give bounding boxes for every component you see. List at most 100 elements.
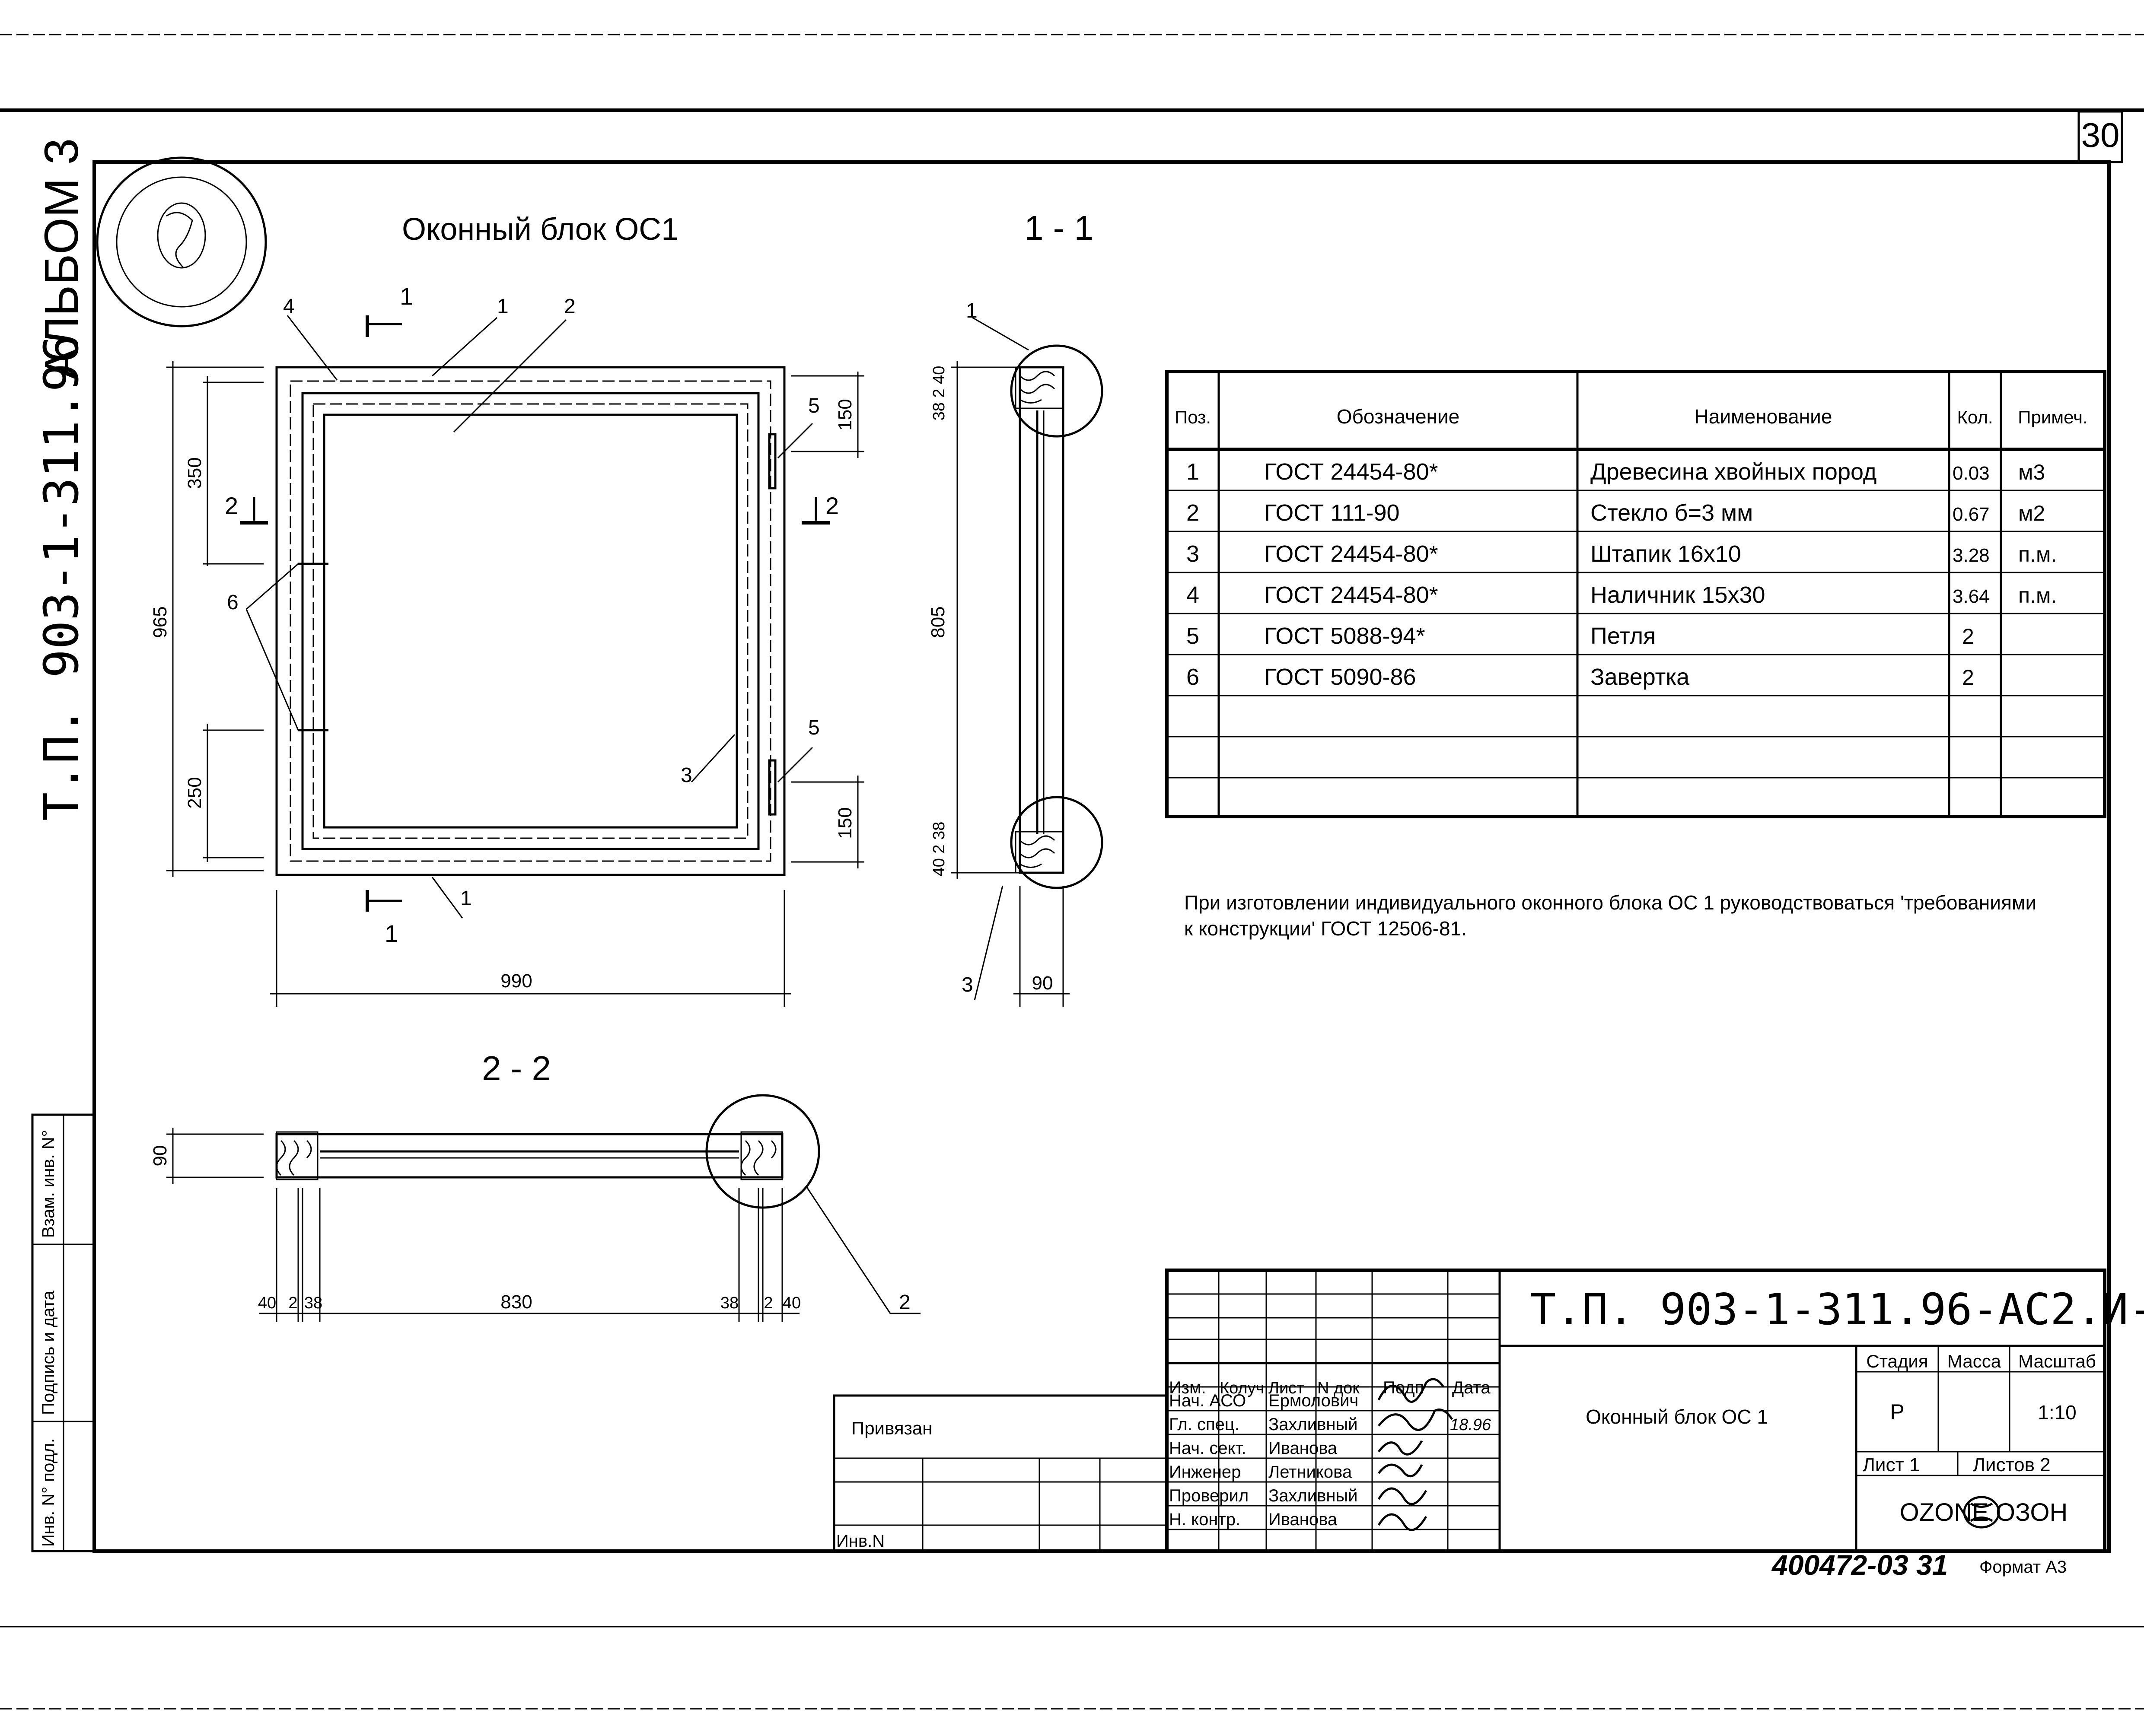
signer-name-6: Иванова: [1268, 1510, 1338, 1529]
section-1-dim-depth: 90: [1032, 973, 1053, 994]
rev-header-list: Лист: [1268, 1379, 1304, 1397]
spec-rows: 1 ГОСТ 24454-80* Древесина хвойных пород…: [1186, 459, 2057, 690]
section-2-title: 2 - 2: [482, 1049, 551, 1087]
paper-format: Формат А3: [1979, 1558, 2067, 1577]
callout-2: 2: [564, 295, 576, 318]
wood-hatch-top: [1015, 366, 1064, 409]
dim-top-hinge: 350: [184, 457, 205, 489]
signer-name-5: Захливный: [1268, 1486, 1358, 1505]
spec-row-6-pos: 6: [1186, 664, 1199, 690]
project-side-label: Т.П. 903-1-311.96: [34, 334, 89, 821]
dim-hinge-top-right: 150: [835, 399, 856, 430]
signer-name-4: Летникова: [1268, 1463, 1352, 1482]
section-2-dim-right-1: 2: [764, 1294, 773, 1312]
spec-row-2-designation: ГОСТ 111-90: [1264, 500, 1400, 526]
spec-row-6-qty: 2: [1962, 665, 1974, 690]
institute-seal: [96, 156, 267, 327]
spec-header-qty: Кол.: [1957, 407, 1993, 427]
spec-row-4-qty: 3.64: [1953, 586, 1990, 607]
spec-row-5-pos: 5: [1186, 623, 1199, 649]
signers: Нач. АСО Ермолович Гл. спец. Захливный Н…: [1169, 1391, 1358, 1529]
dim-width: 990: [500, 970, 532, 992]
spec-row-3-designation: ГОСТ 24454-80*: [1264, 541, 1438, 567]
side-stamp: [31, 1113, 96, 1552]
title-name: Оконный блок ОС 1: [1586, 1405, 1768, 1428]
stage-head: Стадия: [1866, 1351, 1928, 1371]
signature-marks: [1377, 1378, 1453, 1531]
album-label: АЛЬБОМ 3: [35, 138, 88, 380]
spec-row-2-pos: 2: [1186, 500, 1199, 526]
spec-header-name: Наименование: [1695, 405, 1832, 428]
spec-row-4-name: Наличник 15х30: [1590, 582, 1765, 608]
spec-row-2-name: Стекло б=3 мм: [1590, 500, 1753, 526]
dim-height: 965: [150, 606, 171, 638]
spec-row-2-qty: 0.67: [1953, 504, 1990, 525]
rev-header-koluch: Колуч: [1220, 1379, 1264, 1397]
spec-row-3-qty: 3.28: [1953, 545, 1990, 566]
cut-1-bottom: 1: [385, 920, 398, 947]
section-1-callout-top: 1: [966, 299, 978, 322]
signer-role-4: Инженер: [1169, 1463, 1241, 1482]
spec-row-6-designation: ГОСТ 5090-86: [1264, 664, 1416, 690]
spec-row-1-pos: 1: [1186, 459, 1199, 485]
spec-row-1-designation: ГОСТ 24454-80*: [1264, 459, 1438, 485]
spec-row-3-note: п.м.: [2018, 542, 2057, 566]
scale-value: 1:10: [2038, 1401, 2077, 1424]
callout-6: 6: [227, 591, 239, 614]
spec-header-pos: Поз.: [1175, 407, 1211, 427]
signer-role-6: Н. контр.: [1169, 1510, 1240, 1529]
section-2-dim-left-0: 40: [258, 1294, 276, 1312]
sheet-frame: [0, 108, 2144, 1553]
rev-header-izm: Изм.: [1169, 1378, 1206, 1397]
drawing-title: Оконный блок ОС1: [402, 212, 679, 247]
cut-2-left: 2: [225, 492, 238, 519]
page-number: 30: [2081, 116, 2120, 154]
section-2-dim-depth: 90: [150, 1145, 171, 1167]
sign-date: 18.96: [1450, 1416, 1491, 1434]
spec-header-designation: Обозначение: [1337, 405, 1460, 428]
spec-row-5-designation: ГОСТ 5088-94*: [1264, 623, 1425, 649]
spec-header-note: Примеч.: [2018, 407, 2087, 427]
title-block: [833, 1269, 2106, 1553]
section-1-dim-top: 38 2 40: [930, 366, 948, 421]
section-2-dim-left-1: 2: [288, 1294, 297, 1312]
spec-row-5-name: Петля: [1590, 623, 1656, 649]
cut-1-top: 1: [400, 283, 413, 310]
section-2-callout: 2: [899, 1291, 911, 1314]
section-1-dimensions: [951, 361, 1070, 1007]
spec-row-2-note: м2: [2018, 501, 2045, 525]
callout-1-top: 1: [497, 295, 509, 318]
note-line-1: При изготовлении индивидуального оконног…: [1184, 891, 2036, 914]
dim-hinge-bottom-right: 150: [835, 807, 856, 839]
section-2-dim-left-2: 38: [304, 1294, 322, 1312]
cut-2-right: 2: [825, 492, 839, 519]
spec-row-6-name: Завертка: [1590, 664, 1690, 690]
spec-row-4-pos: 4: [1186, 582, 1199, 608]
title-code: Т.П. 903-1-311.96-АС2.И-ОС1: [1530, 1284, 2144, 1335]
side-sign-date: Подпись и дата: [39, 1291, 58, 1415]
section-1-callout-bottom: 3: [962, 973, 973, 996]
signer-name-3: Иванова: [1268, 1439, 1338, 1458]
signer-role-5: Проверил: [1169, 1486, 1249, 1505]
side-vzam-inv: Взам. инв. N°: [39, 1130, 58, 1238]
callout-3: 3: [681, 764, 692, 787]
elevation-callouts: [245, 315, 813, 919]
section-1-title: 1 - 1: [1024, 209, 1093, 247]
callout-4: 4: [283, 295, 295, 318]
side-inv-podl: Инв. N° подл.: [39, 1438, 58, 1547]
note-line-2: к конструкции' ГОСТ 12506-81.: [1184, 917, 1467, 940]
sheet-number: Лист 1: [1863, 1454, 1920, 1475]
callout-5-bottom: 5: [808, 716, 820, 739]
signer-name-1: Ермолович: [1268, 1391, 1358, 1410]
publisher-name: OZONE ОЗОН: [1900, 1498, 2068, 1526]
section-2-2: [275, 1094, 921, 1314]
publisher-logo: [1963, 1496, 2000, 1529]
spec-row-1-name: Древесина хвойных пород: [1590, 459, 1876, 485]
spec-row-1-note: м3: [2018, 460, 2045, 484]
bound-label: Привязан: [851, 1418, 932, 1438]
stage-value: Р: [1890, 1400, 1904, 1424]
section-1-dim-bottom: 40 2 38: [930, 822, 948, 877]
side-labels: АЛЬБОМ 3 Т.П. 903-1-311.96: [34, 138, 89, 821]
callout-5-top: 5: [808, 394, 820, 417]
